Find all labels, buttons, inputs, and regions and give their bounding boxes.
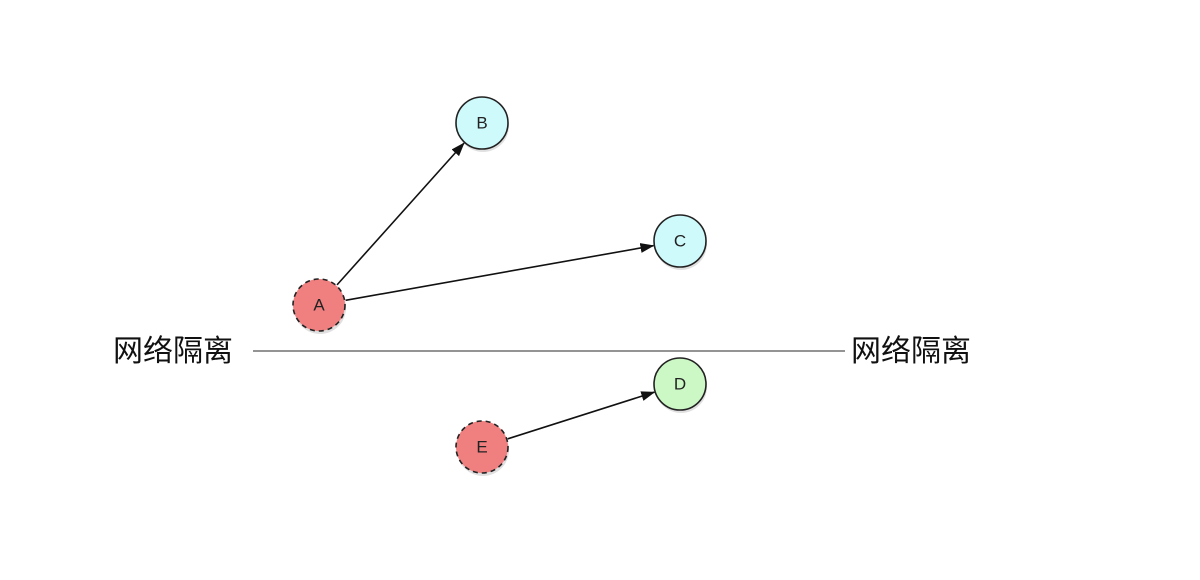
node-circle <box>455 96 509 150</box>
node-c: C <box>653 214 707 270</box>
node-e: E <box>455 420 509 476</box>
node-b: B <box>455 96 509 152</box>
partition-label-left: 网络隔离 <box>113 334 233 369</box>
node-label: A <box>313 296 325 315</box>
node-label: B <box>476 114 487 133</box>
partition-label-right: 网络隔离 <box>851 334 971 369</box>
nodes-layer: A B C D E <box>292 96 707 476</box>
node-circle <box>653 214 707 268</box>
edge-a-c <box>345 243 655 302</box>
node-label: C <box>674 232 686 251</box>
node-a: A <box>292 278 346 334</box>
node-label: E <box>476 438 487 457</box>
node-d: D <box>653 357 707 413</box>
node-circle <box>292 278 346 332</box>
edge-e-d <box>507 391 656 440</box>
node-circle <box>653 357 707 411</box>
node-label: D <box>674 375 686 394</box>
edge-a-b <box>336 142 465 286</box>
edges-layer <box>336 142 656 440</box>
node-circle <box>455 420 509 474</box>
